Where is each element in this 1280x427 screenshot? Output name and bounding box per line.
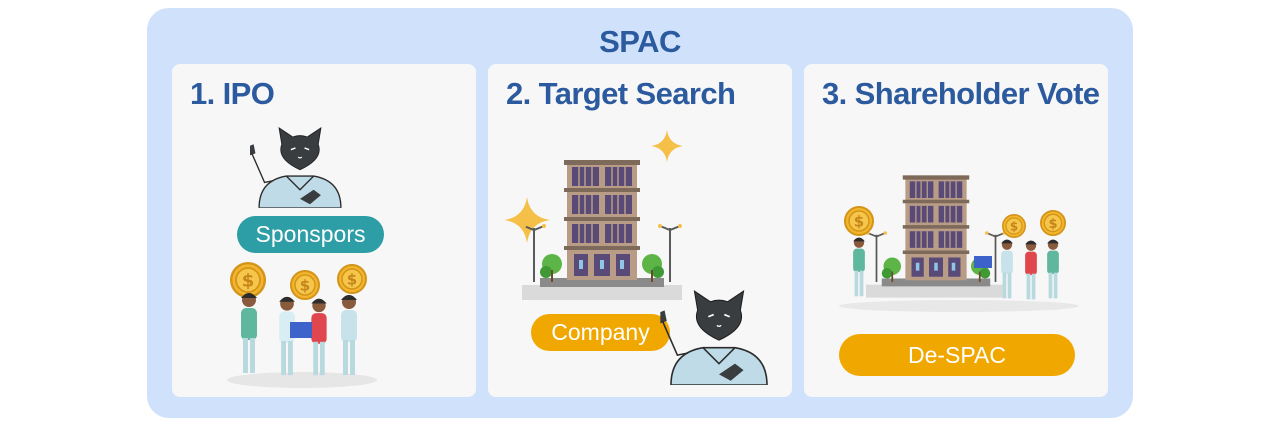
step-card-shareholder-vote: 3. Shareholder Vote De-SPAC: [804, 64, 1108, 397]
step-title-ipo: 1. IPO: [190, 76, 275, 111]
coin-crowd-icon: [839, 206, 1079, 312]
step-card-target-search: 2. Target Search Company: [488, 64, 792, 397]
spac-container: SPAC 1. IPO Sponspors 2. Target Search C…: [147, 8, 1133, 418]
building-icon: [522, 160, 682, 300]
step-title-target-search: 2. Target Search: [506, 76, 736, 111]
step-card-ipo: 1. IPO Sponspors: [172, 64, 476, 397]
coin-crowd-icon: [227, 262, 377, 388]
sparkle-icon: [651, 130, 683, 162]
sponsors-pill: Sponspors: [237, 216, 384, 253]
diagram-title: SPAC: [599, 24, 681, 59]
cat-presenter-icon: [250, 126, 350, 208]
step-title-shareholder-vote: 3. Shareholder Vote: [822, 76, 1100, 111]
cat-presenter-icon: [660, 289, 778, 385]
company-pill: Company: [531, 314, 670, 351]
de-spac-pill: De-SPAC: [839, 334, 1075, 376]
